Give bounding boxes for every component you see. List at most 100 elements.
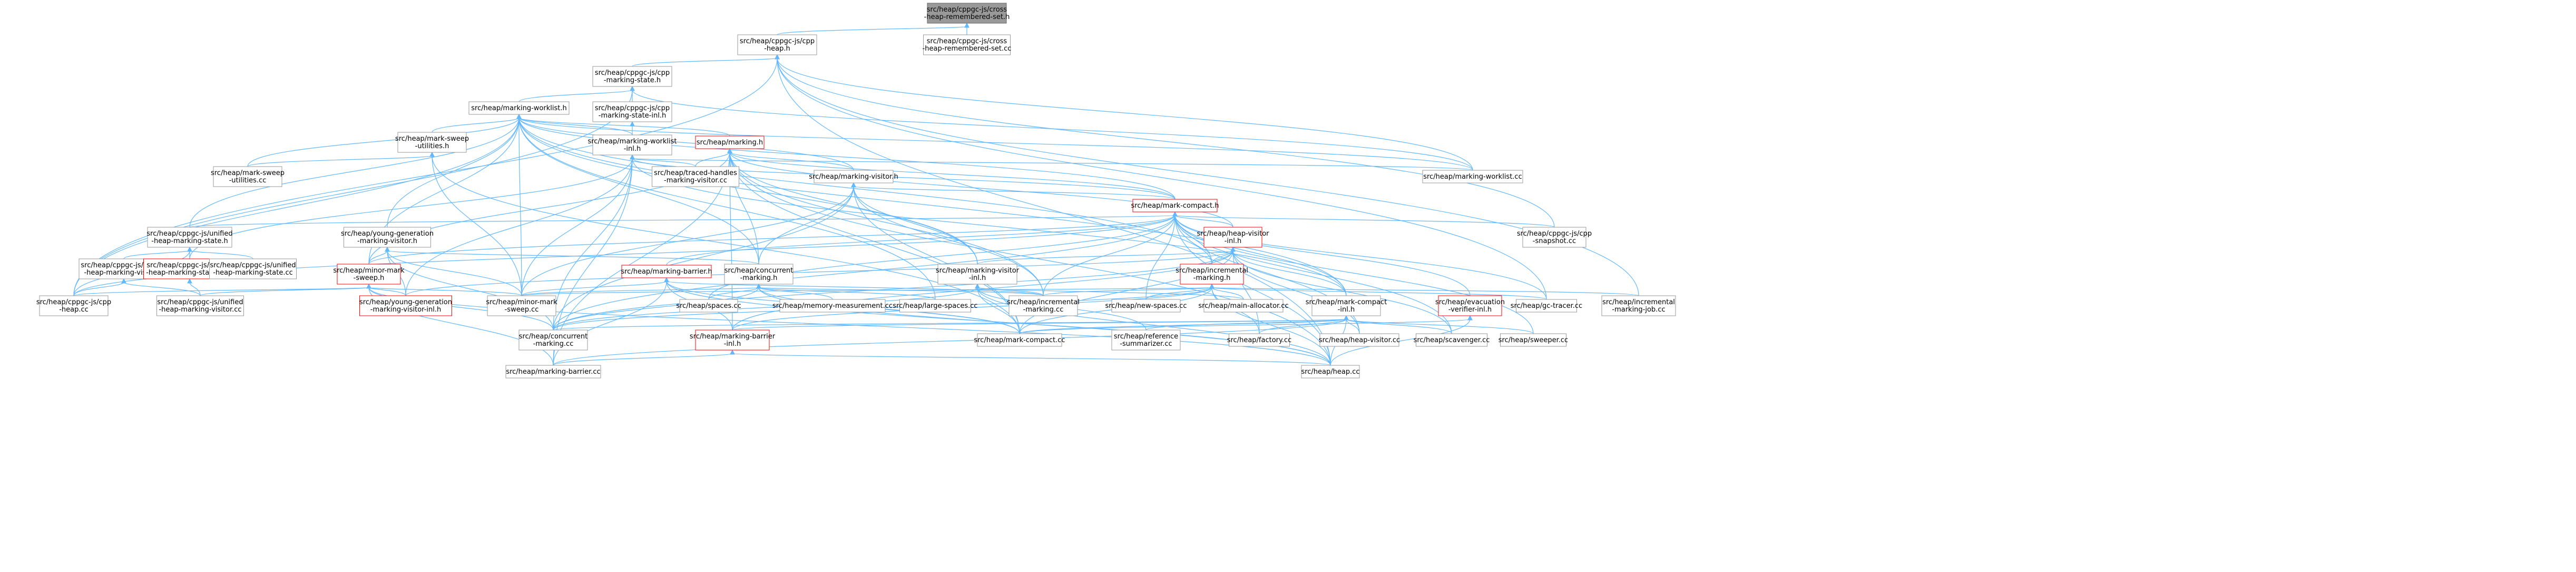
file-node-mark-sweep-util-cc[interactable]: src/heap/mark-sweep-utilities.cc: [211, 166, 285, 187]
file-node-mark-compact-cc[interactable]: src/heap/mark-compact.cc: [974, 333, 1065, 347]
node-label: src/heap/marking-worklist.h: [471, 104, 566, 112]
file-node-traced-handles-cc[interactable]: src/heap/traced-handles-marking-visitor.…: [652, 166, 739, 187]
edge-line: [368, 250, 388, 265]
edge-line: [1211, 287, 1547, 300]
node-box: [487, 295, 556, 316]
file-node-spaces-cc[interactable]: src/heap/spaces.cc: [676, 299, 741, 313]
node-label: -inl.h: [1338, 306, 1355, 314]
file-node-scavenger-cc[interactable]: src/heap/scavenger.cc: [1414, 333, 1490, 347]
edge-line: [518, 117, 936, 300]
file-node-snapshot-cc[interactable]: src/heap/cppgc-js/cpp-snapshot.cc: [1517, 227, 1592, 248]
file-node-unified-state-h[interactable]: src/heap/cppgc-js/unified-heap-marking-s…: [146, 227, 233, 248]
file-node-marking-state-inl-h[interactable]: src/heap/cppgc-js/cpp-marking-state-inl.…: [592, 101, 672, 122]
file-node-marking-visitor-h[interactable]: src/heap/marking-visitor.h: [809, 170, 898, 183]
file-node-heap-visitor-cc[interactable]: src/heap/heap-visitor.cc: [1319, 333, 1400, 347]
file-node-mark-compact-h[interactable]: src/heap/mark-compact.h: [1131, 199, 1219, 212]
node-label: -heap.h: [764, 45, 790, 53]
file-node-minor-mark-sweep-cc[interactable]: src/heap/minor-mark-sweep.cc: [486, 295, 557, 316]
file-node-marking-worklist-cc[interactable]: src/heap/marking-worklist.cc: [1422, 170, 1523, 183]
file-node-cppgcjs-heap-h[interactable]: src/heap/cppgc-js/cpp-heap.h: [737, 34, 817, 55]
file-node-mark-compact-inl-h[interactable]: src/heap/mark-compact-inl.h: [1306, 295, 1387, 316]
dependency-edge: [521, 283, 761, 296]
file-node-gc-tracer-cc[interactable]: src/heap/gc-tracer.cc: [1511, 299, 1582, 313]
edge-line: [758, 287, 936, 300]
file-node-reference-summarizer-cc[interactable]: src/heap/reference-summarizer.cc: [1111, 329, 1181, 351]
file-node-large-spaces-cc[interactable]: src/heap/large-spaces.cc: [893, 299, 978, 313]
file-node-marking-h[interactable]: src/heap/marking.h: [695, 135, 765, 149]
node-box: [505, 365, 601, 379]
edge-line: [73, 215, 1176, 296]
node-label: src/heap/incremental: [1176, 267, 1248, 275]
file-node-incremental-marking-h[interactable]: src/heap/incremental-marking.h: [1176, 264, 1248, 285]
node-label: -marking-visitor.h: [357, 237, 417, 245]
file-node-marking-worklist-h[interactable]: src/heap/marking-worklist.h: [468, 101, 570, 115]
file-node-factory-cc[interactable]: src/heap/factory.cc: [1227, 333, 1292, 347]
edge-line: [758, 186, 854, 265]
file-node-incremental-marking-cc[interactable]: src/heap/incremental-marking.cc: [1007, 295, 1080, 316]
file-node-root[interactable]: src/heap/cppgc-js/cross-heap-remembered-…: [924, 3, 1010, 24]
file-node-marking-barrier-cc[interactable]: src/heap/marking-barrier.cc: [505, 365, 601, 379]
file-node-sweeper-cc[interactable]: src/heap/sweeper.cc: [1498, 333, 1568, 347]
edge-line: [632, 57, 778, 67]
file-node-heap-visitor-inl-h[interactable]: src/heap/heap-visitor-inl.h: [1197, 227, 1269, 248]
file-node-unified-visitor-cc[interactable]: src/heap/cppgc-js/unified-heap-marking-v…: [156, 295, 244, 316]
edge-line: [758, 287, 833, 300]
file-node-concurrent-marking-cc[interactable]: src/heap/concurrent-marking.cc: [518, 329, 588, 351]
edge-line: [1043, 215, 1176, 296]
edge-line: [1174, 215, 1347, 296]
edge-line: [1174, 215, 1534, 334]
node-label: src/heap/cppgc-js/cpp: [595, 104, 670, 112]
file-node-marking-visitor-inl-h[interactable]: src/heap/marking-visitor-inl.h: [936, 264, 1020, 285]
node-label: -marking.cc: [1023, 306, 1064, 314]
arrow-head: [1344, 315, 1349, 321]
dependency-edge: [368, 211, 1178, 265]
node-box: [1180, 264, 1244, 285]
node-label: src/heap/concurrent: [724, 267, 793, 275]
dependency-edge: [200, 283, 371, 296]
file-node-marking-worklist-inl-h[interactable]: src/heap/marking-worklist-inl.h: [587, 134, 677, 156]
node-box: [814, 170, 894, 183]
node-label: src/heap/traced-handles: [654, 169, 737, 177]
node-label: src/heap/evacuation: [1435, 298, 1505, 306]
edge-line: [632, 158, 696, 167]
file-node-minor-mark-sweep-h[interactable]: src/heap/minor-mark-sweep.h: [333, 264, 405, 285]
arrow-head: [630, 154, 635, 160]
edge-line: [521, 186, 854, 296]
file-node-cpp-heap-cc[interactable]: src/heap/cppgc-js/cpp-heap.cc: [36, 295, 111, 316]
file-node-new-spaces-cc[interactable]: src/heap/new-spaces.cc: [1105, 299, 1187, 313]
edge-line: [553, 215, 1176, 331]
dependency-edge: [73, 278, 126, 296]
file-node-marking-state-h[interactable]: src/heap/cppgc-js/cpp-marking-state.h: [592, 66, 672, 87]
edge-line: [695, 151, 730, 167]
edge-line: [632, 158, 1176, 200]
edge-line: [518, 117, 759, 265]
file-node-evacuation-verifier-inl-h[interactable]: src/heap/evacuation-verifier-inl.h: [1435, 295, 1505, 316]
node-label: src/heap/cppgc-js/cpp: [1517, 230, 1592, 238]
file-node-marking-barrier-h[interactable]: src/heap/marking-barrier.h: [621, 265, 712, 278]
edge-line: [123, 250, 190, 259]
file-node-mark-sweep-util-h[interactable]: src/heap/mark-sweep-utilities.h: [395, 132, 469, 153]
dependency-edge: [1344, 315, 1534, 334]
edge-layer: [73, 22, 1639, 366]
dependency-edge: [553, 315, 1349, 366]
dependency-edge: [387, 113, 522, 228]
node-label: src/heap/young-generation: [359, 298, 452, 306]
file-node-young-gen-visitor-h[interactable]: src/heap/young-generation-marking-visito…: [341, 227, 434, 248]
file-node-remembered-cc[interactable]: src/heap/cppgc-js/cross-heap-remembered-…: [923, 34, 1012, 55]
dependency-edge: [1330, 315, 1473, 366]
file-node-marking-barrier-inl-h[interactable]: src/heap/marking-barrier-inl.h: [690, 329, 776, 351]
edge-line: [729, 151, 1044, 296]
file-node-heap-cc[interactable]: src/heap/heap.cc: [1301, 365, 1360, 379]
file-node-memory-measurement-cc[interactable]: src/heap/memory-measurement.cc: [772, 299, 893, 313]
edge-line: [729, 151, 1176, 200]
edge-line: [518, 117, 1176, 200]
file-node-young-gen-visitor-inl-h[interactable]: src/heap/young-generation-marking-visito…: [359, 295, 452, 316]
node-label: -marking.cc: [533, 340, 574, 348]
file-node-main-allocator-cc[interactable]: src/heap/main-allocator.cc: [1198, 299, 1289, 313]
arrow-head: [187, 246, 192, 252]
file-node-incremental-marking-job-cc[interactable]: src/heap/incremental-marking-job.cc: [1601, 295, 1676, 316]
edge-line: [1232, 250, 1347, 296]
file-node-unified-state-cc[interactable]: src/heap/cppgc-js/unified-heap-marking-s…: [209, 258, 297, 279]
file-node-concurrent-marking-h[interactable]: src/heap/concurrent-marking.h: [724, 264, 794, 285]
